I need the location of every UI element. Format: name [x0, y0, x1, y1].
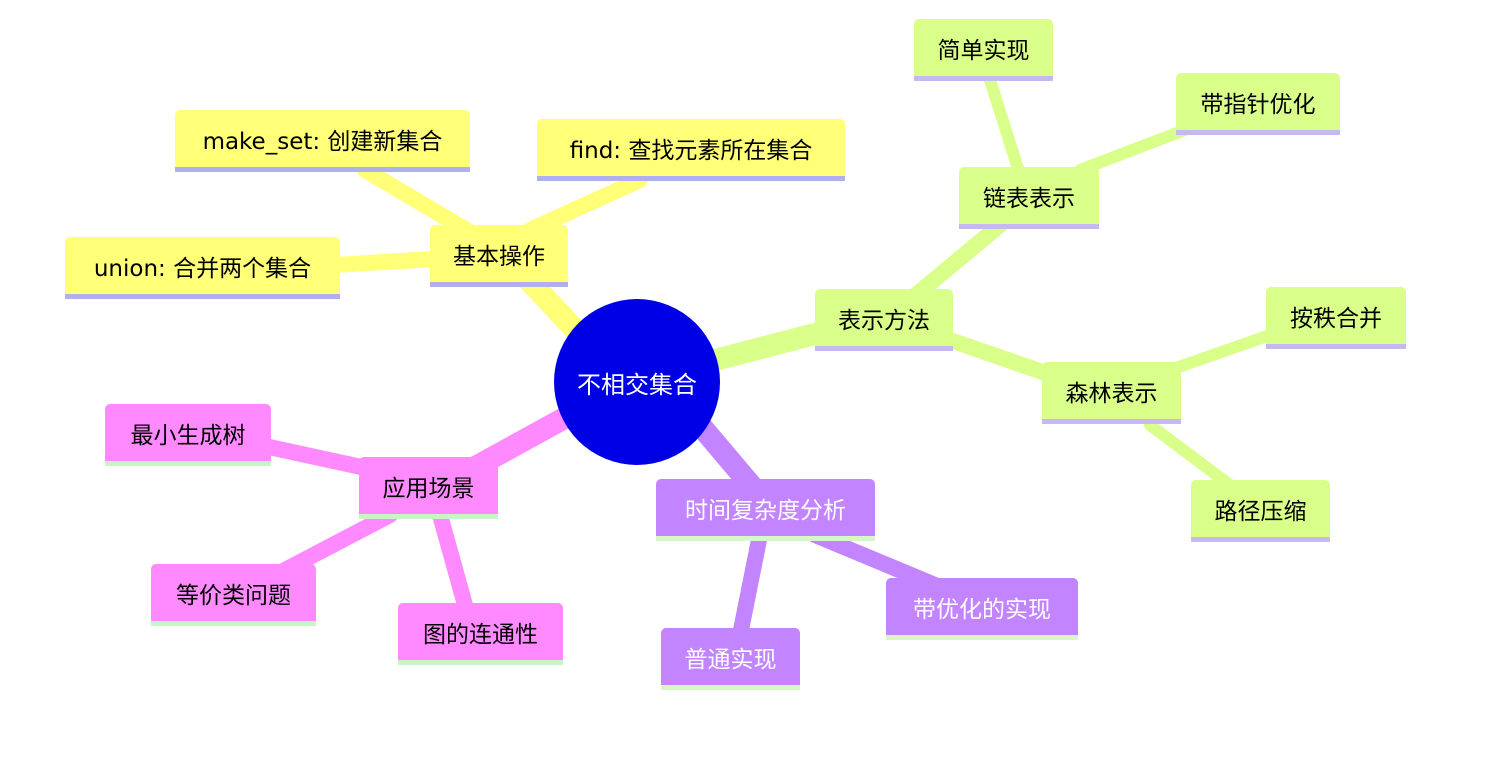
- edge-complexity-optimized: [807, 527, 943, 593]
- edge-linked-list-pointer-opt: [1074, 122, 1196, 176]
- node-linked-list-label: 链表表示: [983, 185, 1075, 212]
- edge-representation-forest: [942, 332, 1068, 386]
- node-complexity-label: 时间复杂度分析: [685, 497, 846, 524]
- edge-basic-ops-find: [522, 172, 648, 238]
- root-label: 不相交集合: [577, 370, 697, 399]
- node-plain-impl[interactable]: 普通实现: [661, 628, 800, 690]
- node-basic-ops[interactable]: 基本操作: [430, 225, 568, 287]
- node-optimized-impl[interactable]: 带优化的实现: [886, 578, 1078, 640]
- node-make-set-label: make_set: 创建新集合: [202, 128, 443, 155]
- node-path-compression[interactable]: 路径压缩: [1191, 480, 1330, 542]
- edge-root-representation: [704, 319, 841, 371]
- node-complexity[interactable]: 时间复杂度分析: [656, 479, 875, 541]
- node-connectivity[interactable]: 图的连通性: [398, 603, 563, 665]
- node-applications-label: 应用场景: [382, 475, 475, 502]
- node-applications[interactable]: 应用场景: [359, 457, 498, 519]
- edge-forest-path-compression: [1144, 419, 1236, 491]
- node-simple-impl-label: 简单实现: [937, 37, 1030, 64]
- node-pointer-opt[interactable]: 带指针优化: [1176, 73, 1340, 135]
- node-equivalence[interactable]: 等价类问题: [151, 564, 316, 626]
- edge-complexity-plain: [732, 527, 768, 643]
- node-forest[interactable]: 森林表示: [1042, 362, 1181, 424]
- node-pointer-opt-label: 带指针优化: [1200, 91, 1316, 118]
- node-basic-ops-label: 基本操作: [453, 243, 545, 270]
- edge-representation-linked-list: [902, 217, 1008, 308]
- edge-applications-equivalence: [277, 507, 398, 578]
- node-forest-label: 森林表示: [1065, 380, 1158, 407]
- node-union-by-rank-label: 按秩合并: [1290, 305, 1382, 332]
- node-optimized-impl-label: 带优化的实现: [913, 596, 1051, 623]
- node-plain-impl-label: 普通实现: [684, 646, 777, 673]
- node-make-set[interactable]: make_set: 创建新集合: [175, 110, 470, 172]
- edge-linked-list-simple: [984, 74, 1026, 181]
- edge-applications-mst: [252, 437, 383, 478]
- node-representation[interactable]: 表示方法: [815, 289, 953, 351]
- node-find-label: find: 查找元素所在集合: [569, 137, 813, 164]
- node-find[interactable]: find: 查找元素所在集合: [537, 119, 845, 181]
- edge-applications-connectivity: [432, 507, 473, 613]
- node-connectivity-label: 图的连通性: [423, 621, 538, 648]
- root-node[interactable]: 不相交集合: [554, 299, 720, 465]
- node-union[interactable]: union: 合并两个集合: [65, 237, 340, 299]
- node-path-compression-label: 路径压缩: [1214, 498, 1307, 525]
- edge-basic-ops-make-set: [357, 162, 483, 243]
- node-linked-list[interactable]: 链表表示: [959, 167, 1099, 229]
- node-equivalence-label: 等价类问题: [176, 582, 291, 609]
- node-simple-impl[interactable]: 简单实现: [914, 19, 1053, 81]
- node-union-label: union: 合并两个集合: [93, 255, 312, 282]
- node-mst-label: 最小生成树: [130, 422, 246, 449]
- node-mst[interactable]: 最小生成树: [105, 404, 271, 466]
- edge-forest-union-by-rank: [1164, 329, 1276, 376]
- node-representation-label: 表示方法: [838, 307, 930, 334]
- node-union-by-rank[interactable]: 按秩合并: [1266, 287, 1406, 349]
